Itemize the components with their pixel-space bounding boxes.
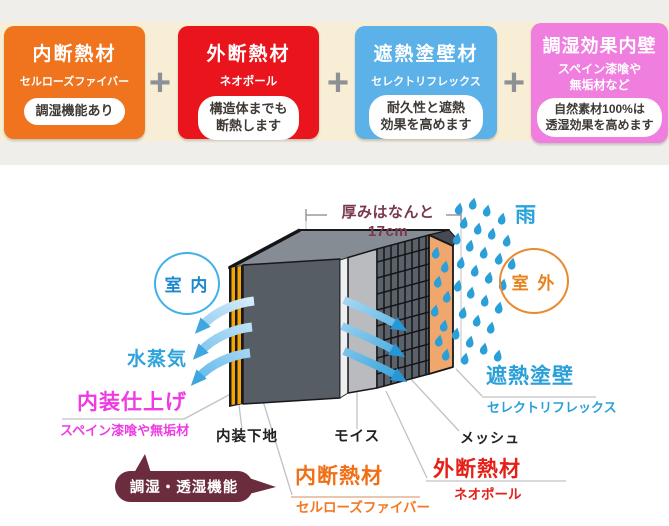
plus-icon: + xyxy=(148,62,172,104)
mesh-label: メッシュ xyxy=(460,430,520,446)
plus-icon: + xyxy=(326,62,350,104)
interior-finish-sublabel: スペイン漆喰や無垢材 xyxy=(60,423,190,438)
shield-wall-label: 遮熱塗壁 xyxy=(486,365,574,388)
interior-base-label: 内装下地 xyxy=(216,429,278,445)
wall-top-ridge xyxy=(228,228,301,270)
card-title: 内断熱材 xyxy=(32,44,117,65)
bubble-tails xyxy=(134,454,276,494)
card-title: 外断熱材 xyxy=(206,44,291,65)
indoor-circle: 室 内 xyxy=(154,252,220,315)
card-shield-wall: 遮熱塗壁材 セレクトリフレックス 耐久性と遮熱 効果を高めます xyxy=(355,26,497,140)
flow-arrow xyxy=(342,347,408,383)
vapor-flow-arrows-left xyxy=(190,296,255,386)
card-outer-insulation: 外断熱材 ネオポール 構造体までも 断熱します xyxy=(178,26,319,140)
card-subtitle: ネオポール xyxy=(219,76,278,88)
flow-arrow xyxy=(194,296,255,334)
flow-arrow xyxy=(190,348,251,386)
dimension-lines xyxy=(305,209,462,221)
leader-lines xyxy=(62,368,596,496)
outdoor-circle: 室 外 xyxy=(499,248,569,314)
inner-insulation-sublabel: セルローズファイバー xyxy=(296,500,431,515)
plus-icon: + xyxy=(502,62,526,104)
card-badge: 構造体までも 断熱します xyxy=(198,95,299,140)
mois-board-layer xyxy=(347,248,378,394)
mois-label: モイス xyxy=(334,429,381,445)
rain-label: 雨 xyxy=(515,204,536,227)
flow-arrow xyxy=(340,322,406,358)
interior-finish-label: 内装仕上げ xyxy=(77,391,187,414)
flow-arrow xyxy=(192,322,253,360)
card-badge: 耐久性と遮熱 効果を高めます xyxy=(369,95,483,140)
indoor-label: 室 内 xyxy=(164,276,210,295)
card-badge: 調湿機能あり xyxy=(24,98,125,126)
card-subtitle: セレクトリフレックス xyxy=(371,76,481,88)
humidity-function-label: 調湿・透湿機能 xyxy=(129,480,239,496)
top-section: 内断熱材 セルローズファイバー 調湿機能あり + 外断熱材 ネオポール 構造体ま… xyxy=(0,0,669,165)
vapor-flow-arrows-middle xyxy=(340,296,408,383)
humidity-function-bubble: 調湿・透湿機能 xyxy=(115,471,253,502)
outer-insulation-sublabel: ネオポール xyxy=(454,487,522,502)
card-title: 調湿効果内壁 xyxy=(542,36,657,56)
wall-block xyxy=(228,228,458,407)
finish-stripe xyxy=(237,266,241,405)
card-subtitle: スペイン漆喰や 無垢材など xyxy=(557,62,642,92)
inner-insulation-label: 内断熱材 xyxy=(295,465,383,488)
outer-insulation-label: 外断熱材 xyxy=(433,458,521,481)
flow-arrow xyxy=(342,296,408,332)
card-badge: 自然素材100%は 透湿効果を高めます xyxy=(537,98,662,138)
cellulose-front-face xyxy=(242,258,341,405)
water-vapor-label: 水蒸気 xyxy=(127,349,188,370)
thickness-dimension-label: 厚みはなんと17cm xyxy=(341,204,435,240)
card-inner-insulation: 内断熱材 セルローズファイバー 調湿機能あり xyxy=(4,26,145,139)
shield-wall-sublabel: セレクトリフレックス xyxy=(487,400,617,415)
card-humidity-wall: 調湿効果内壁 スペイン漆喰や 無垢材など 自然素材100%は 透湿効果を高めます xyxy=(531,23,668,143)
card-title: 遮熱塗壁材 xyxy=(373,44,479,65)
card-subtitle: セルローズファイバー xyxy=(19,76,130,88)
outdoor-label: 室 外 xyxy=(511,273,557,293)
